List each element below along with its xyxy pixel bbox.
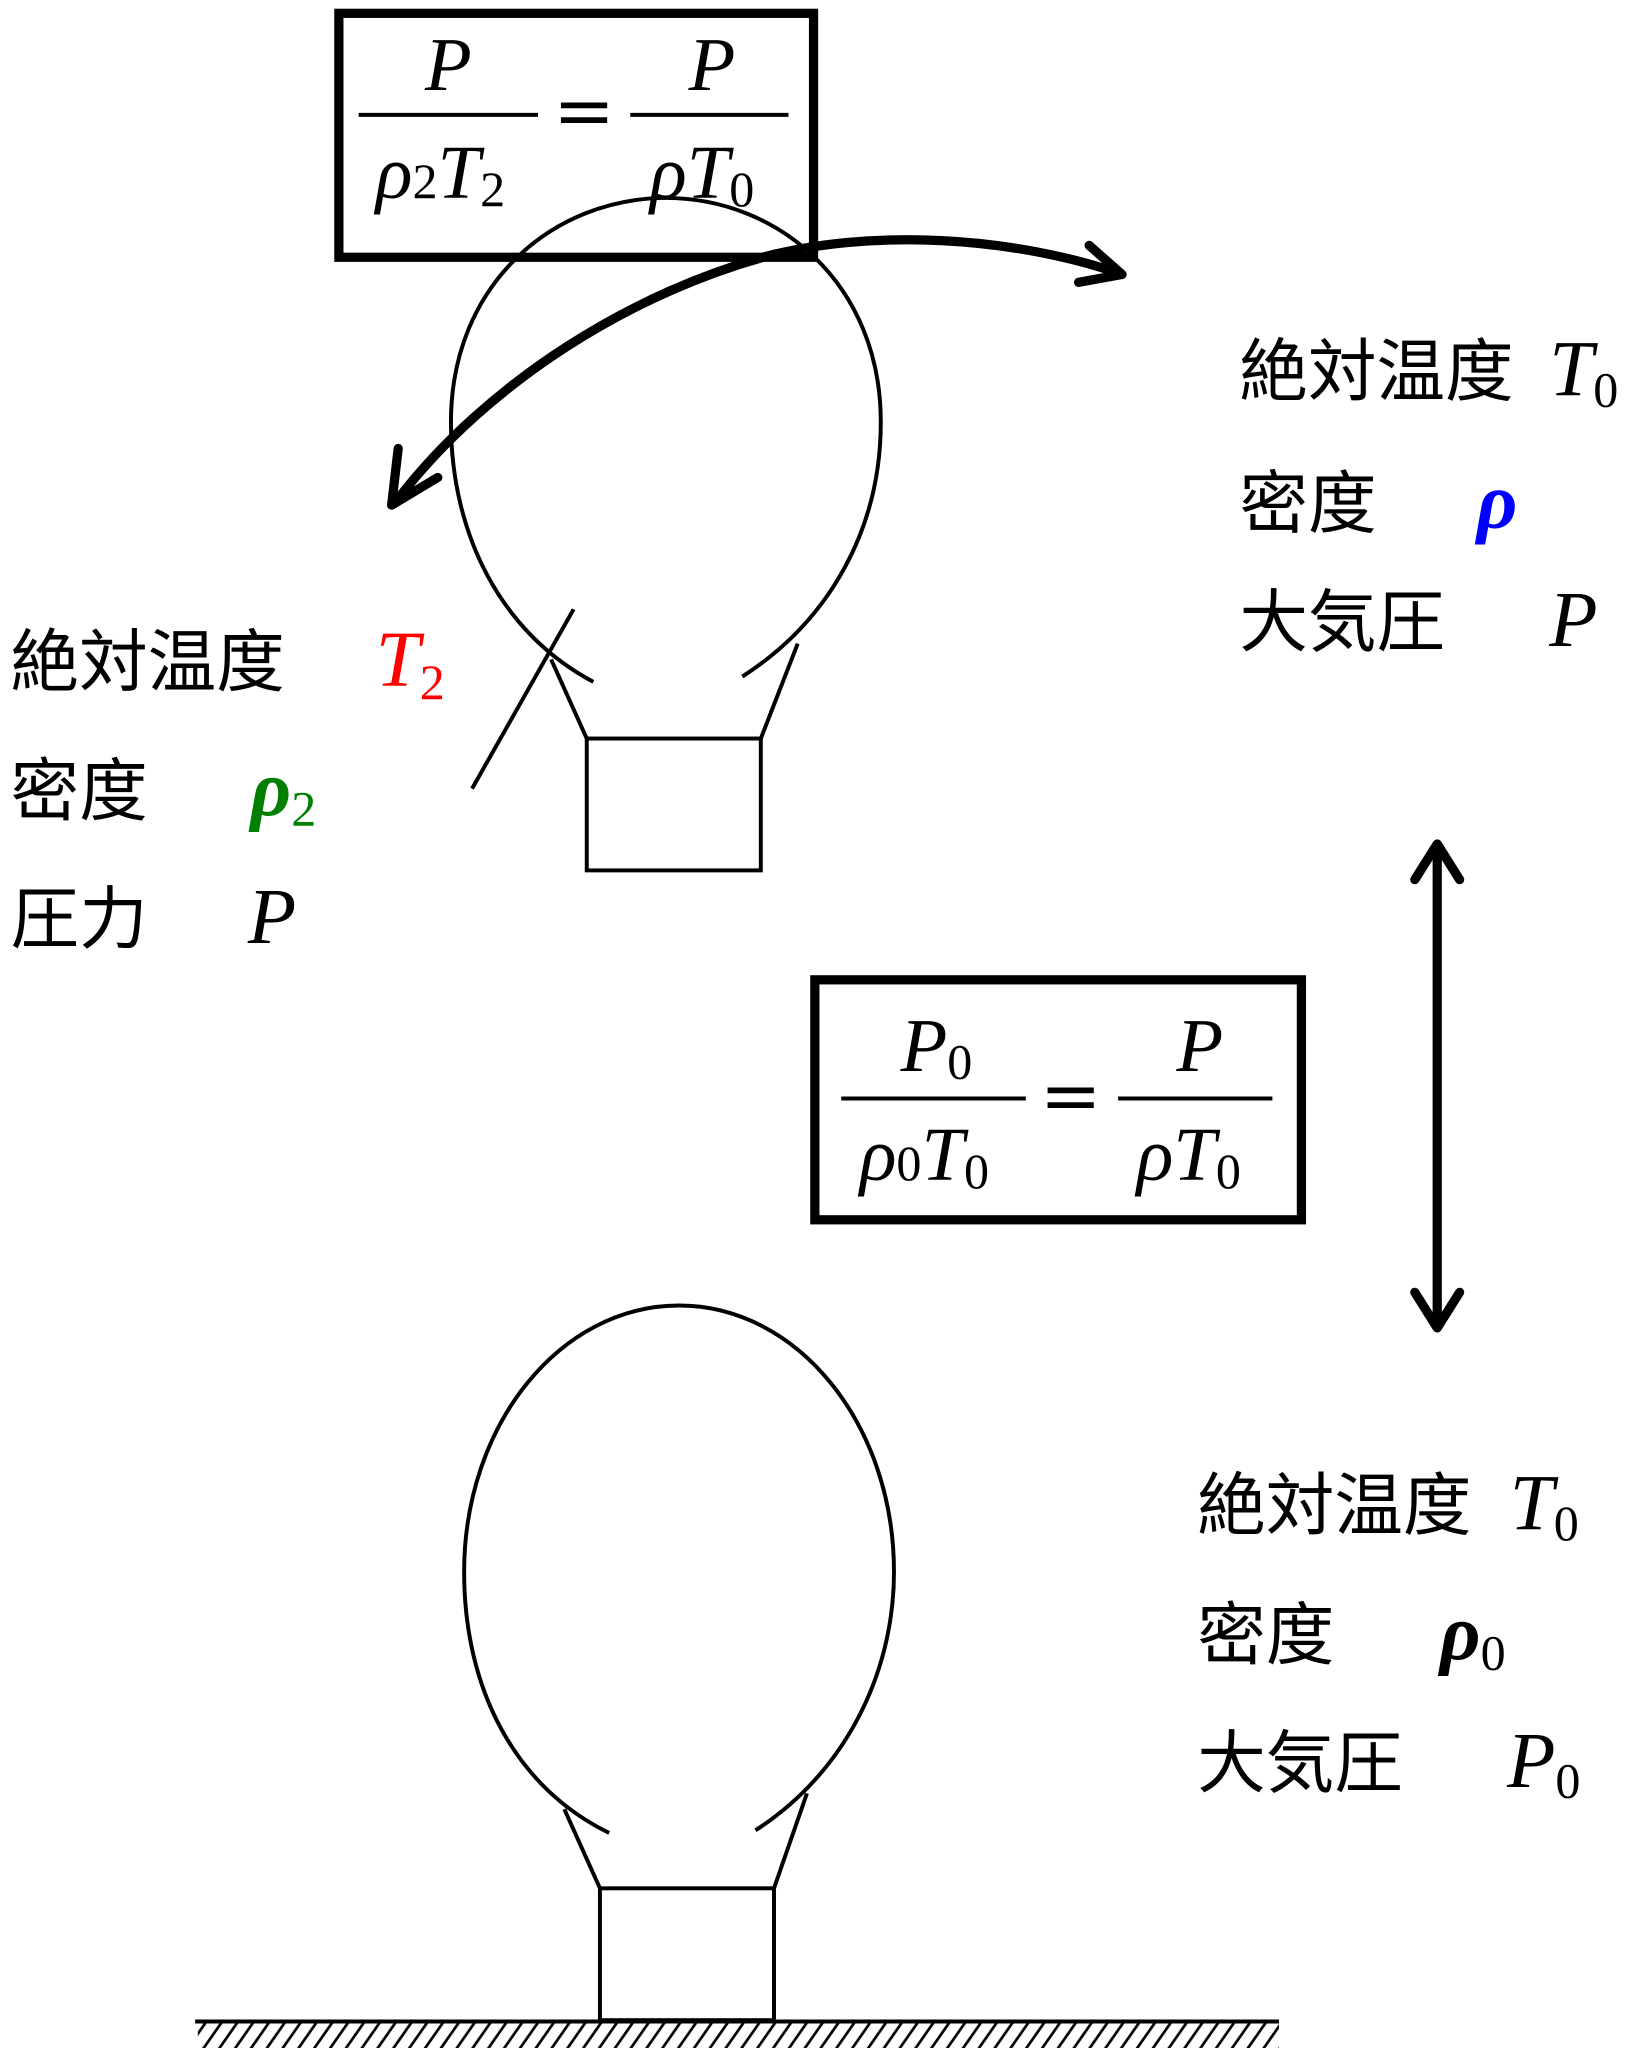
ground-balloon [462,1303,896,2023]
ground [195,2019,1279,2048]
leader-line [470,608,576,790]
exchange-arrows [386,235,1127,510]
middle-left-denominator: ρ0T0 [858,1112,989,1199]
inside-density-symbol: ρ2 [249,746,317,837]
top-right-numerator: P [688,22,736,107]
ground-density-symbol: ρ0 [1438,1590,1506,1681]
arrowhead-inward [386,443,443,510]
outside-pressure-symbol: P [1548,577,1597,664]
inside-pressure-label: 圧力 [11,880,148,960]
middle-formula-box: P0 ρ0T0 = P ρT0 [810,975,1307,1225]
outside-temp-symbol: T0 [1549,327,1618,418]
outside-temp-label: 絶対温度 [1239,333,1513,413]
upper-balloon-envelope [448,195,883,684]
outside-pressure-label: 大気圧 [1239,583,1445,663]
top-left-numerator: P [424,22,472,107]
middle-left-numerator: P0 [900,1003,973,1090]
inside-pressure-symbol: P [247,874,296,961]
upper-balloon-neck-right [758,642,800,740]
top-right-denominator: ρT0 [648,130,754,217]
altitude-double-arrow [1410,839,1465,1333]
inside-temp-symbol: T2 [376,617,445,710]
inside-density-label: 密度 [11,752,148,832]
middle-right-numerator: P [1176,1003,1224,1088]
top-left-denominator: ρ2T2 [374,130,505,217]
inside-labels: 絶対温度 T2 密度 ρ2 圧力 P [11,617,445,961]
ground-balloon-basket [597,1886,776,2023]
ground-temp-symbol: T0 [1510,1461,1579,1552]
upper-balloon-basket [584,736,763,873]
top-formula-box: P ρ2T2 = P ρT0 [334,8,819,262]
top-equals: = [553,68,615,154]
middle-right-denominator: ρT0 [1135,1112,1241,1199]
upper-balloon [448,195,883,873]
ground-density-label: 密度 [1197,1596,1334,1676]
ground-temp-label: 絶対温度 [1197,1467,1471,1547]
inside-temp-label: 絶対温度 [11,623,285,703]
ground-pressure-label: 大気圧 [1197,1724,1403,1804]
arrowhead-outward [1073,240,1127,287]
outside-upper-labels: 絶対温度 T0 密度 ρ 大気圧 P [1239,327,1618,665]
ground-labels: 絶対温度 T0 密度 ρ0 大気圧 P0 [1197,1461,1580,1809]
arrow-inward [394,248,780,502]
outside-density-label: 密度 [1239,465,1376,545]
middle-equals: = [1040,1053,1102,1139]
ground-balloon-envelope [462,1303,896,1835]
ground-pressure-symbol: P0 [1506,1718,1580,1809]
upper-balloon-neck-left [549,658,589,740]
arrow-outward [756,235,1120,278]
outside-density-symbol: ρ [1475,459,1518,546]
